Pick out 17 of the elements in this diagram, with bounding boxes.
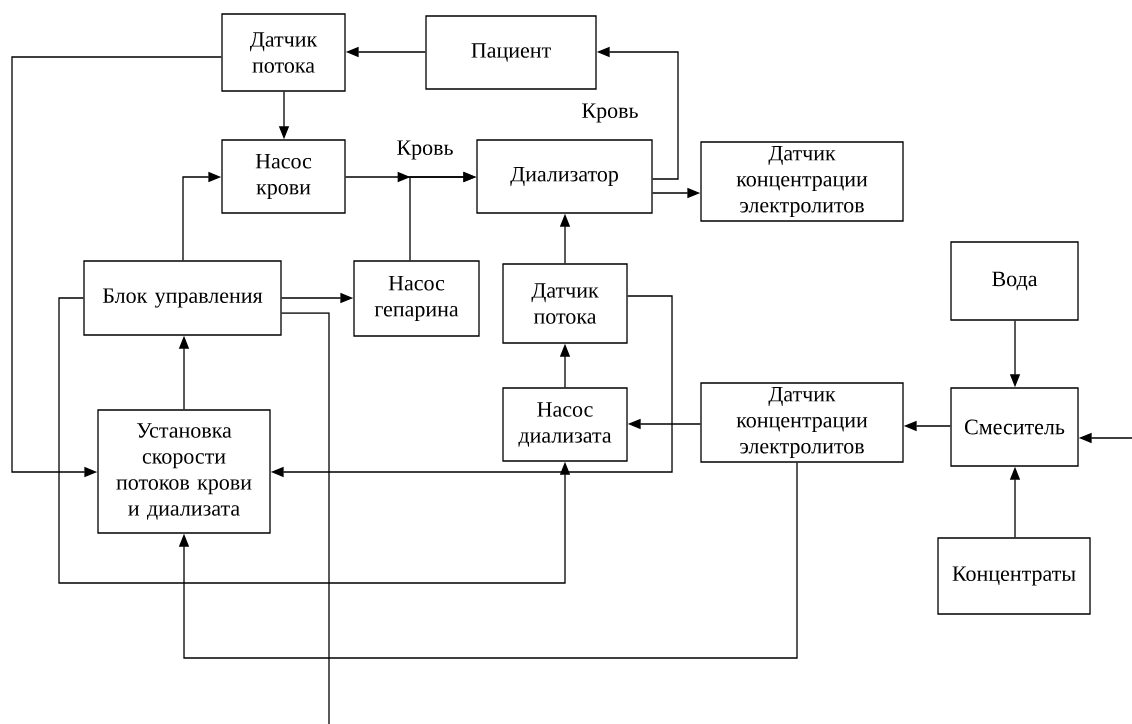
block-box: Насос диализата <box>502 387 628 462</box>
edge-label: Кровь <box>580 102 640 124</box>
block-box: Насос крови <box>221 139 346 214</box>
arrow <box>178 462 798 659</box>
block-box: Установка скорости потоков крови и диализата <box>97 409 271 534</box>
edge-label: Кровь <box>395 139 455 161</box>
block-box: Блок управления <box>83 260 282 336</box>
block-box: Пациент <box>425 15 597 90</box>
block-box: Вода <box>950 241 1079 321</box>
block-box: Смеситель <box>950 387 1079 467</box>
block-box: Диализатор <box>476 139 653 214</box>
block-box: Датчик концентрации электролитов <box>700 141 904 222</box>
block-box: Датчик потока <box>221 13 346 92</box>
block-box: Датчик концентрации электролитов <box>700 382 904 463</box>
block-box: Датчик потока <box>502 263 628 344</box>
block-box: Концентраты <box>937 537 1091 615</box>
block-box: Насос гепарина <box>353 260 480 337</box>
